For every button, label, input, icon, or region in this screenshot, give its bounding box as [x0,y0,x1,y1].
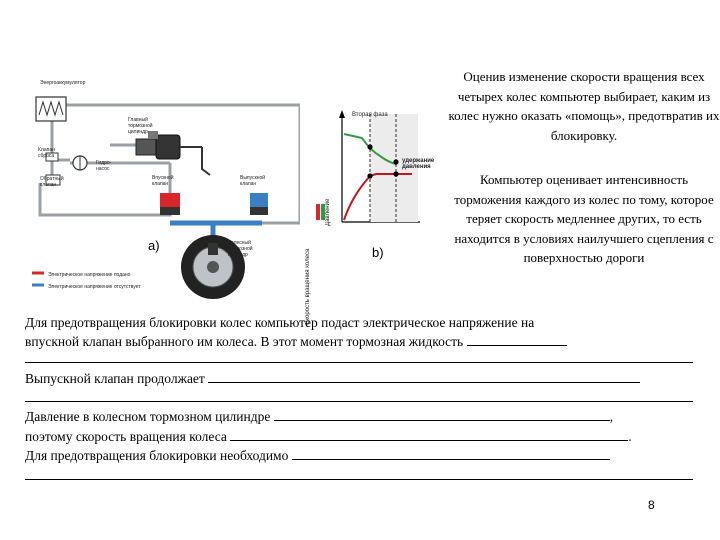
body-line-8: Для предотвращения блокировки необходимо [25,446,695,465]
page-number: 8 [648,498,655,512]
label-return-valve: Обратный клапан [40,176,64,188]
body-line-1: Для предотвращения блокировки колес комп… [25,315,535,330]
body-line-6-text: Давление в колесном тормозном цилиндре [25,409,271,424]
right-paragraph-1: Оценив изменение скорости вращения всех … [448,69,720,143]
graph-phase-label: Вторая фаза [352,112,388,118]
body-line-7-period: . [628,429,632,444]
graph-hold-label: удержание давления [402,158,435,170]
abs-hydraulic-diagram [32,96,300,299]
body-line-7-text: поэтому скорость вращения колеса [25,429,227,444]
answer-line-2[interactable] [25,362,693,363]
legend-voltage-absent: Электрическое напряжение отсутствует [48,284,141,290]
label-energy-accumulator: Энергоаккумулятор [40,80,86,86]
label-pump: Гидро-насос [96,160,112,172]
body-line-2: впускной клапан выбранного им колеса. В … [25,332,695,351]
body-line-2-text: впускной клапан выбранного им колеса. В … [25,334,464,349]
body-line-4: Выпускной клапан продолжает [25,369,695,388]
diagram-b-label: b) [372,245,384,260]
answer-blank-6[interactable] [230,428,629,441]
answer-blank-5[interactable] [273,408,610,421]
answer-blank-3[interactable] [208,370,641,383]
legend-voltage-applied: Электрическое напряжение подано [48,272,131,278]
answer-line-9[interactable] [25,479,693,480]
body-line-8-text: Для предотвращения блокировки необходимо [25,448,289,463]
label-outlet-valve: Выпускной клапан [240,175,266,187]
body-line-7: поэтому скорость вращения колеса . [25,427,695,446]
right-paragraph-2: Компьютер оценивает интенсивность тормож… [454,172,714,265]
label-wheel-cylinder: Колесный тормозной цилиндр [228,240,253,258]
answer-blank-7[interactable] [291,447,610,460]
body-line-6: Давление в колесном тормозном цилиндре , [25,407,695,426]
graph-axis-speed: Скорость вращения колеса [305,248,311,325]
diagram-a-label: a) [148,238,160,253]
graph-axis-pressure: Давление [325,198,331,226]
answer-line-4[interactable] [25,401,693,402]
label-relief-valve: Клапан сброса [38,147,55,159]
answer-blank-1[interactable] [466,333,567,346]
body-line-6-comma: , [609,409,614,424]
label-inlet-valve: Впускной клапан [152,175,174,187]
pressure-speed-graph [316,110,420,223]
body-line-4-text: Выпускной клапан продолжает [25,371,205,386]
label-master-cylinder: Главный тормозной цилиндр [128,117,153,135]
